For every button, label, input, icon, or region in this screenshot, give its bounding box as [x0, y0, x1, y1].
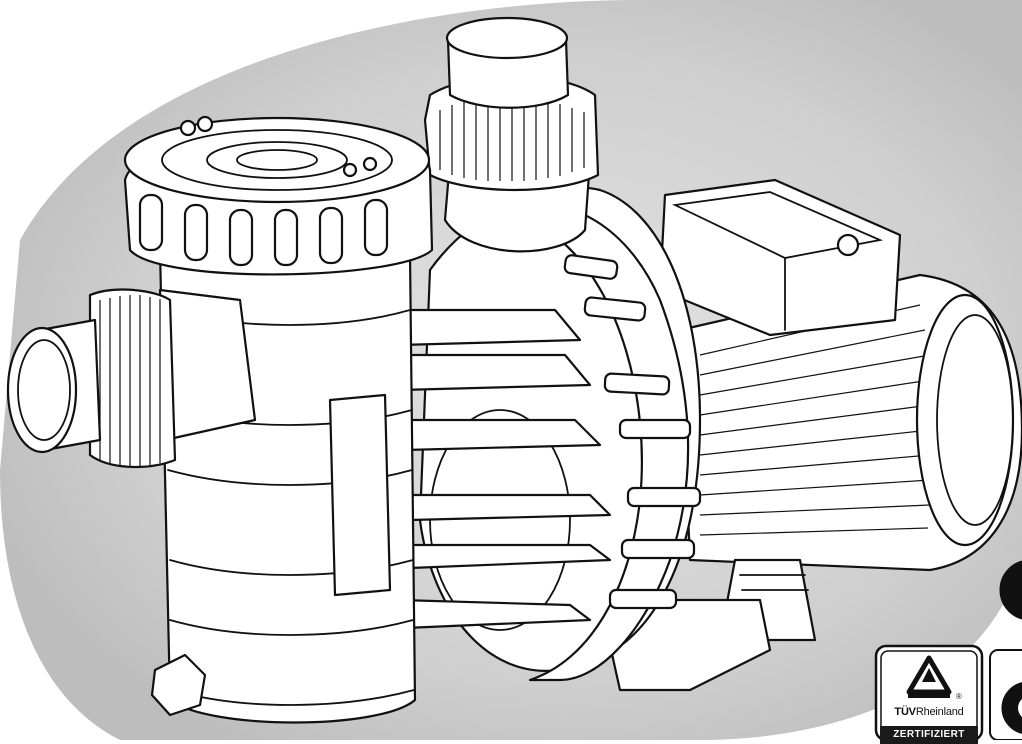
tuv-triangle-logo [906, 655, 952, 698]
certified-label: ZERTIFIZIERT [880, 726, 978, 744]
discharge-port [423, 16, 600, 253]
pump-ribs [393, 308, 612, 630]
tuv-badge: ® TÜVRheinland ZERTIFIZIERT [874, 644, 984, 744]
registered-mark: ® [956, 692, 962, 701]
corner-round-emblem [999, 560, 1022, 620]
tuv-brand-right: Rheinland [915, 706, 964, 718]
tuv-brand: TÜVRheinland [874, 706, 984, 718]
motor [598, 178, 1022, 692]
inlet-port [6, 288, 257, 468]
tuv-brand-left: TÜV [894, 706, 916, 718]
